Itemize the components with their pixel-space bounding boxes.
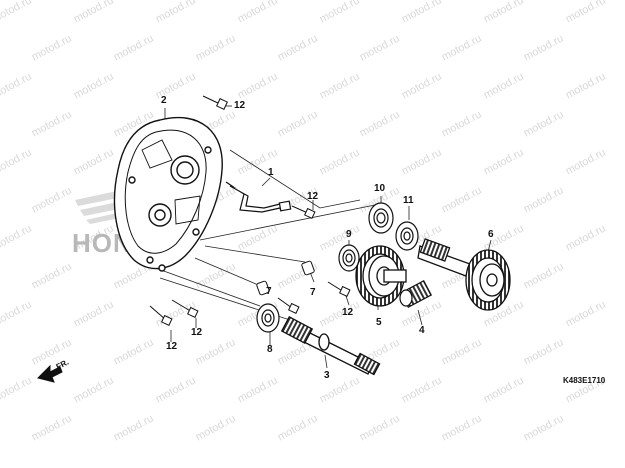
figure-code: K483E1710 [563, 376, 606, 385]
pinion-gear [399, 280, 433, 308]
flange-bolt-lower [149, 281, 351, 326]
callout-12e: 12 [166, 341, 178, 352]
callout-12a: 12 [234, 100, 246, 111]
callout-7b: 7 [266, 286, 272, 297]
flange-bolt-top [202, 95, 228, 110]
callout-12b: 12 [307, 191, 319, 202]
callout-8: 8 [267, 344, 273, 355]
drive-shaft [280, 315, 381, 376]
callout-10: 10 [374, 183, 386, 194]
bearing-9 [338, 244, 360, 272]
callout-12c: 12 [342, 307, 354, 318]
flange-bolt-mid [291, 205, 316, 219]
dowel-pin [256, 260, 315, 296]
callout-3: 3 [324, 370, 330, 381]
callout-9: 9 [346, 229, 352, 240]
breather-pipe [225, 181, 292, 213]
bearing-11 [395, 221, 419, 251]
callout-2: 2 [161, 95, 167, 106]
callout-1: 1 [268, 167, 274, 178]
callout-4: 4 [419, 325, 425, 336]
callout-5: 5 [376, 317, 382, 328]
counter-gear [355, 245, 407, 307]
callout-6: 6 [488, 229, 494, 240]
front-direction-arrow [37, 364, 63, 383]
final-shaft [417, 238, 511, 311]
callout-7a: 7 [310, 287, 316, 298]
callout-12d: 12 [191, 327, 203, 338]
bearing-8 [256, 303, 280, 333]
transmission-cover [113, 116, 223, 272]
callout-11: 11 [403, 195, 414, 206]
bearing-10 [368, 202, 394, 234]
